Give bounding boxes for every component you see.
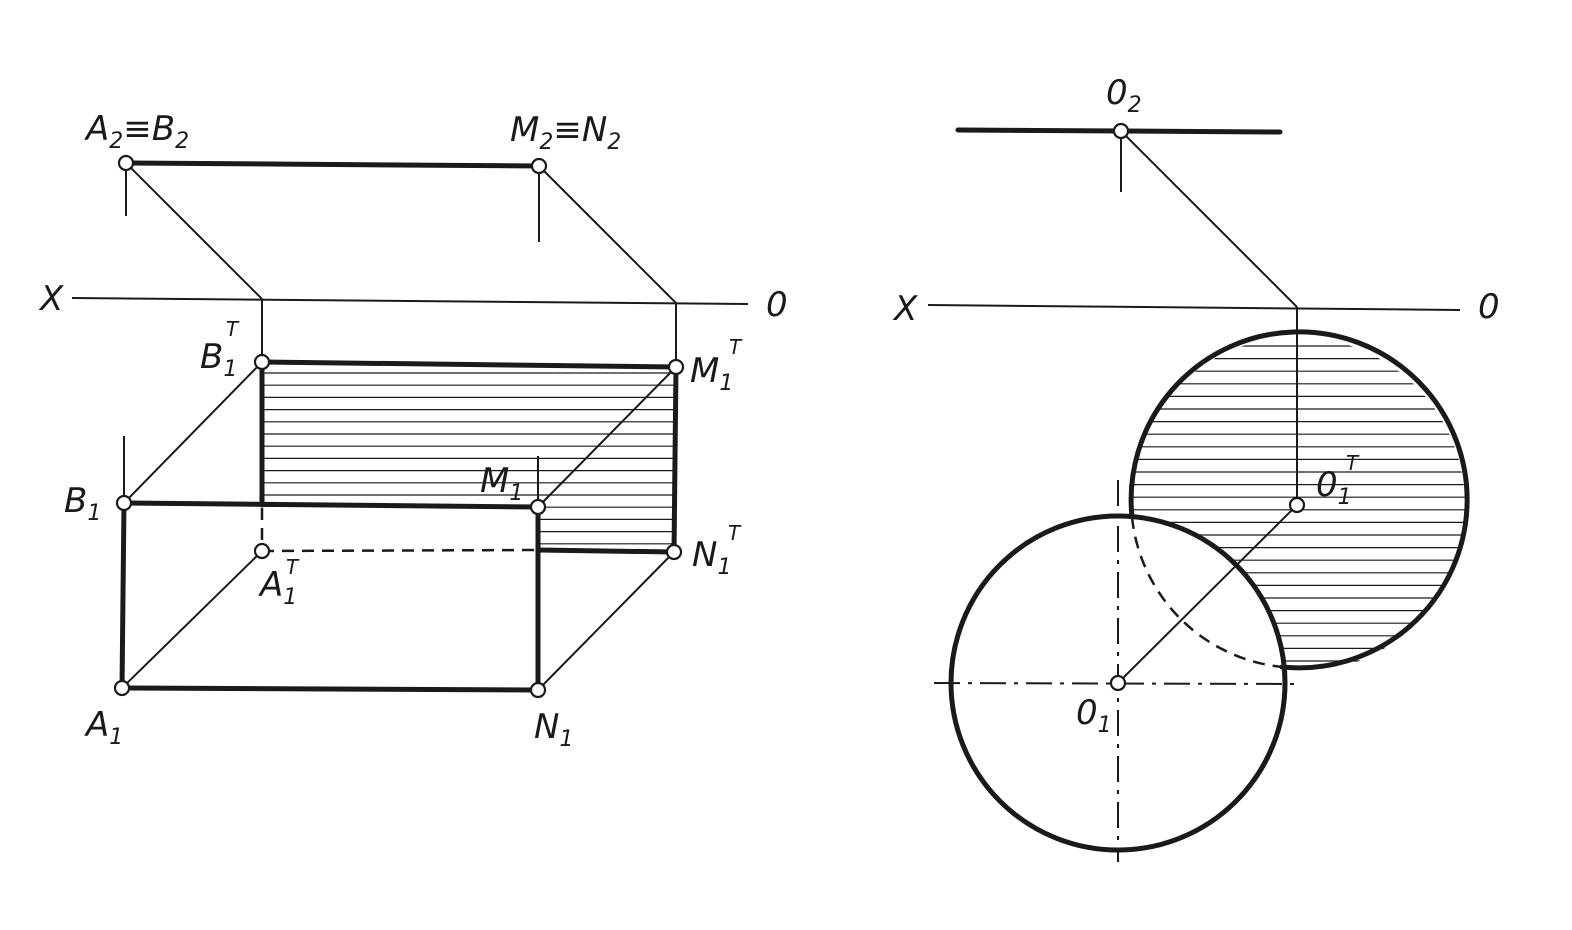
shadow-hidden-a1t-n1t xyxy=(261,548,539,553)
ray-a1 xyxy=(121,550,263,689)
left-axis-o-label: 0 xyxy=(766,285,788,325)
point-o1t xyxy=(1288,496,1306,514)
disk-centerline-horizontal xyxy=(933,682,1301,685)
label-n1t-superscript: T xyxy=(728,521,742,545)
label-o1t: 01 xyxy=(1316,465,1352,510)
point-b1 xyxy=(115,494,133,512)
label-b1: B1 xyxy=(64,481,101,526)
ray-a2 xyxy=(125,162,263,300)
label-m1t: M1 xyxy=(690,351,733,396)
right-axis-line xyxy=(927,304,1461,311)
shadow-circle-hidden-arc xyxy=(1130,516,1283,669)
ray-n1 xyxy=(537,551,675,691)
label-a1t-superscript: T xyxy=(286,555,300,579)
label-m1t-superscript: T xyxy=(729,335,743,359)
point-a1 xyxy=(113,679,131,697)
point-m2 xyxy=(530,157,548,175)
point-m1t xyxy=(667,358,685,376)
edge-b1-a1 xyxy=(119,500,127,691)
front-face-cover xyxy=(124,507,536,689)
point-o1 xyxy=(1109,674,1127,692)
point-a2 xyxy=(117,154,135,172)
right-axis-o-label: 0 xyxy=(1478,287,1500,327)
point-m1 xyxy=(529,498,547,516)
shadow-n1t-m1n1 xyxy=(535,547,677,555)
ray-o2 xyxy=(1120,130,1298,308)
point-o2 xyxy=(1112,122,1130,140)
label-n1t: N1 xyxy=(692,535,731,580)
shadow-circle-outline xyxy=(1128,329,1470,671)
point-n1 xyxy=(529,681,547,699)
label-b1t: B1 xyxy=(200,337,237,382)
right-panel: X 0 02 01 T 01 xyxy=(892,73,1500,862)
left-axis-line xyxy=(71,297,749,305)
ray-b1 xyxy=(123,361,263,504)
edge-b1-m1 xyxy=(121,500,541,510)
ray-o1 xyxy=(1117,504,1298,684)
label-n1: N1 xyxy=(534,707,573,752)
label-a2-b2: A2≡B2 xyxy=(84,109,189,154)
left-axis-x-label: X xyxy=(38,279,64,319)
point-b1t xyxy=(253,353,271,371)
label-b1t-superscript: T xyxy=(226,317,240,341)
shadow-m1t-n1t xyxy=(671,364,679,555)
label-a1t: A1 xyxy=(258,565,297,610)
label-m2-n2: M2≡N2 xyxy=(510,110,621,155)
point-n1t xyxy=(665,543,683,561)
ray-m2 xyxy=(538,165,677,304)
shadow-b1t-m1t xyxy=(259,359,679,370)
ray-m1 xyxy=(537,366,677,508)
left-panel: X 0 A2≡B2 M2≡N2 B1 T M1 T B1 M1 A1 T N1 … xyxy=(38,109,788,752)
label-o1t-superscript: T xyxy=(1346,451,1360,475)
label-m1: M1 xyxy=(480,461,523,506)
label-o2: 02 xyxy=(1106,73,1142,118)
segment-a2-m2 xyxy=(123,160,542,169)
point-a1t xyxy=(253,542,271,560)
edge-a1-n1 xyxy=(119,685,541,693)
label-a1: A1 xyxy=(84,705,123,750)
label-o1: 01 xyxy=(1076,693,1112,738)
right-axis-x-label: X xyxy=(892,289,918,329)
